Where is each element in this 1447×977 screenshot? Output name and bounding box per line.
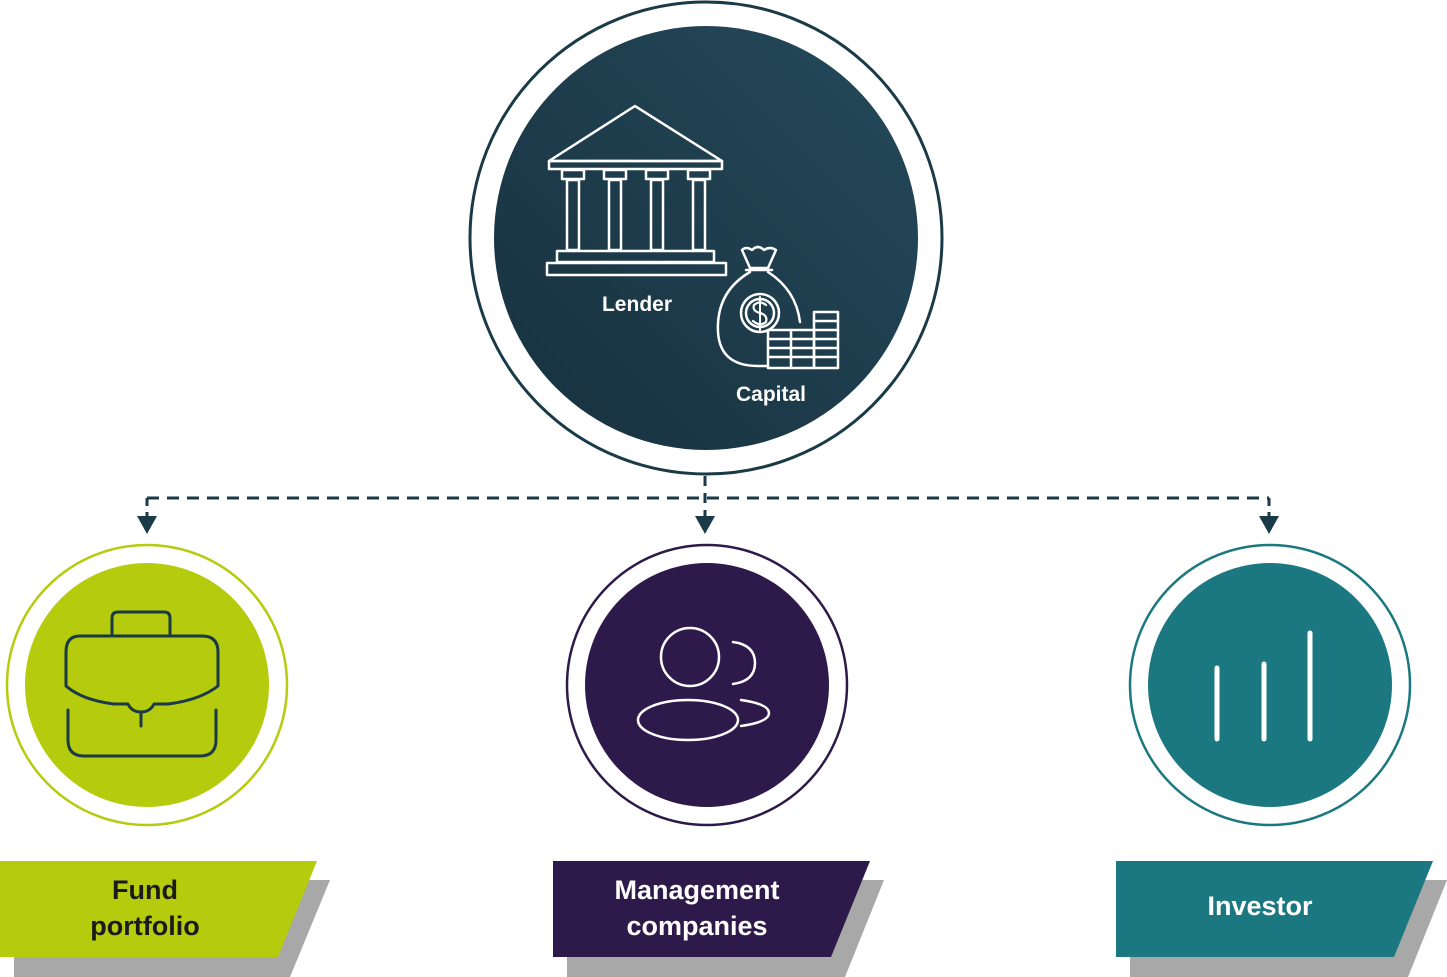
lender-label: Lender xyxy=(602,293,672,316)
arrow-to-fund-portfolio xyxy=(137,516,157,534)
briefcase-icon xyxy=(64,610,220,758)
management-companies-circle xyxy=(585,563,829,807)
fund-portfolio-label-line2: portfolio xyxy=(90,911,199,941)
money-bag-icon xyxy=(716,245,840,370)
lender-outer-ring xyxy=(468,0,944,476)
fund-portfolio-outer-ring xyxy=(5,543,289,827)
management-companies-label-box xyxy=(553,861,870,957)
management-companies-node: Management companies xyxy=(553,543,884,977)
bank-icon xyxy=(545,104,728,277)
connectors xyxy=(145,476,1271,516)
lender-node: Lender Capital xyxy=(468,0,944,476)
fund-portfolio-node: Fund portfolio xyxy=(0,543,330,977)
management-companies-label-line1: Management xyxy=(614,875,779,905)
bar-chart-icon xyxy=(1214,630,1313,742)
investor-node: Investor xyxy=(1116,543,1447,977)
fund-portfolio-label-line1: Fund xyxy=(112,875,178,905)
users-icon xyxy=(636,626,771,742)
arrow-to-investor xyxy=(1259,516,1279,534)
investor-outer-ring xyxy=(1128,543,1412,827)
capital-label: Capital xyxy=(736,383,806,406)
investor-label-line1: Investor xyxy=(1207,891,1313,921)
management-companies-label-line2: companies xyxy=(626,911,767,941)
management-companies-outer-ring xyxy=(565,543,849,827)
investor-label-box xyxy=(1116,861,1433,957)
investor-circle xyxy=(1148,563,1392,807)
fund-portfolio-circle xyxy=(25,563,269,807)
arrow-to-management-companies xyxy=(695,516,715,534)
fund-portfolio-label-box xyxy=(0,861,317,957)
